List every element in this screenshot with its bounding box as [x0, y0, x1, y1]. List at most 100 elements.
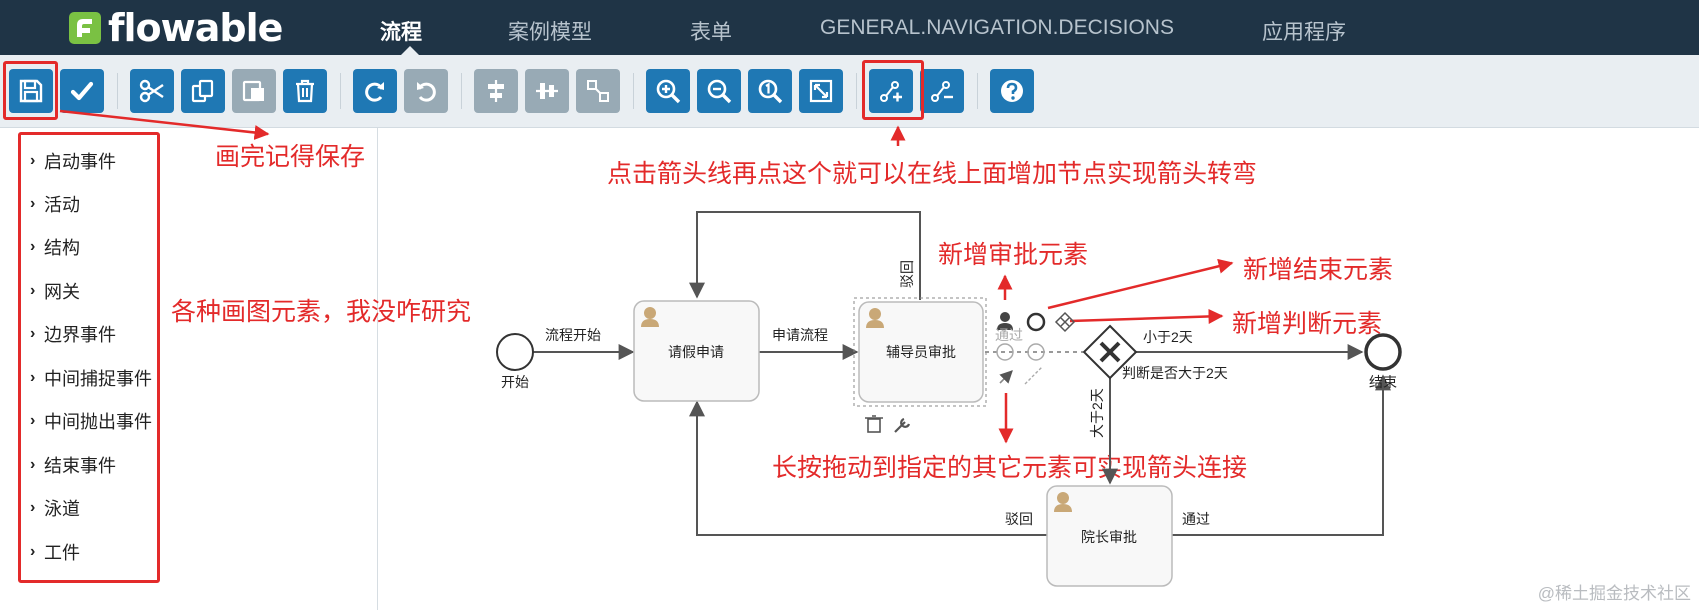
toolbar-separator [977, 73, 978, 109]
task-label: 辅导员审批 [886, 344, 956, 360]
zoom-actual-button[interactable] [748, 69, 792, 113]
paste-button[interactable] [232, 69, 276, 113]
chevron-right-icon: › [30, 238, 36, 255]
new-end-annotation: 新增结束元素 [1243, 256, 1394, 284]
palette-group-gateways[interactable]: › 网关 [30, 278, 80, 304]
redo-button[interactable] [353, 69, 397, 113]
reject-bottom-label: 驳回 [1005, 511, 1033, 527]
start-event[interactable] [496, 333, 534, 371]
delete-button[interactable] [283, 69, 327, 113]
align-horizontal-icon [488, 80, 504, 102]
palette-group-boundary-events[interactable]: ›边界事件 [30, 321, 116, 347]
save-reminder-annotation: 画完记得保存 [215, 143, 366, 171]
chevron-right-icon: › [30, 195, 36, 212]
pass-faded-label: 通过 [995, 327, 1023, 343]
end-event[interactable] [1364, 333, 1402, 371]
remove-bendpoint-icon [931, 81, 953, 102]
palette-group-label: 中间抛出事件 [44, 412, 152, 432]
pass-bottom-label: 通过 [1182, 511, 1210, 527]
is-more-2-days-label: 判断是否大于2天 [1122, 365, 1228, 381]
flowable-logo[interactable]: flowable [68, 6, 283, 50]
nav-item-decisions[interactable]: GENERAL.NAVIGATION.DECISIONS [820, 16, 1174, 39]
selection-box [853, 297, 987, 407]
save-button-highlight [3, 61, 58, 120]
flow-reject-top[interactable] [689, 211, 921, 300]
chevron-right-icon: › [30, 152, 36, 169]
palette-group-start-events[interactable]: ›启动事件 [30, 148, 116, 174]
exclusive-gateway[interactable] [1082, 324, 1138, 380]
new-end-arrow [1047, 258, 1234, 310]
zoom-in-button[interactable] [646, 69, 690, 113]
bendpoint-hint-annotation: 点击箭头线再点这个就可以在线上面增加节点实现箭头转弯 [607, 160, 1258, 188]
context-pad: 通过 [995, 311, 1076, 385]
zoom-actual-icon [758, 79, 783, 104]
add-end-event-icon[interactable] [1026, 312, 1046, 332]
user-task-counselor[interactable]: 辅导员审批 [853, 297, 987, 433]
palette-group-end-events[interactable]: › 结束事件 [30, 452, 116, 478]
palette-group-activities[interactable]: › 活动 [30, 191, 80, 217]
trash-icon [296, 79, 314, 103]
flowable-logo-icon [69, 12, 101, 44]
nav-item-forms[interactable]: 表单 [690, 21, 732, 44]
align-horizontal-button[interactable] [474, 69, 518, 113]
association-icon[interactable] [1024, 366, 1043, 385]
nav-item-processes[interactable]: 流程 [380, 21, 422, 44]
trash-icon[interactable] [865, 415, 883, 433]
element-palette: ›启动事件 ›活动 ›结构 ›网关 ›边界事件 ›中间捕捉事件 ›中间抛出事件 … [0, 128, 378, 610]
add-boundary-event-icon[interactable] [1027, 343, 1045, 361]
help-button[interactable] [990, 69, 1034, 113]
palette-group-catching-events[interactable]: ›中间捕捉事件 [30, 365, 152, 391]
palette-group-label: 活动 [44, 195, 80, 215]
chevron-right-icon: › [30, 282, 36, 299]
add-bendpoint-button[interactable] [869, 69, 913, 113]
zoom-out-button[interactable] [697, 69, 741, 113]
save-button[interactable] [9, 69, 53, 113]
zoom-fit-button[interactable] [799, 69, 843, 113]
add-user-task-icon[interactable] [997, 312, 1013, 330]
validate-button[interactable] [60, 69, 104, 113]
cut-button[interactable] [130, 69, 174, 113]
active-nav-caret [401, 46, 419, 55]
top-navigation-bar: flowable 流程 案例模型 表单 GENERAL.NAVIGATION.D… [0, 0, 1699, 55]
palette-group-label: 边界事件 [44, 325, 116, 345]
chevron-right-icon: › [30, 543, 36, 560]
save-reminder-arrow [59, 109, 270, 140]
align-vertical-button[interactable] [525, 69, 569, 113]
palette-group-artifacts[interactable]: ›工件 [30, 539, 80, 565]
zoom-fit-icon [809, 79, 833, 103]
nav-item-case-models[interactable]: 案例模型 [508, 21, 592, 44]
palette-highlight [18, 132, 160, 583]
user-task-dean[interactable]: 院长审批 [1046, 485, 1173, 587]
palette-group-throwing-events[interactable]: ›中间抛出事件 [30, 408, 152, 434]
undo-icon [417, 82, 436, 102]
palette-group-label: 网关 [44, 282, 80, 302]
add-gateway-icon[interactable] [1054, 311, 1076, 333]
palette-group-label: 结束事件 [44, 456, 116, 476]
user-task-icon [866, 308, 884, 328]
task-label: 请假申请 [668, 344, 724, 360]
logo-text: flowable [108, 6, 283, 50]
copy-button[interactable] [181, 69, 225, 113]
cut-icon [139, 79, 164, 103]
toolbar-separator [633, 73, 634, 109]
remove-bendpoint-button[interactable] [920, 69, 964, 113]
reject-top-label: 驳回 [899, 260, 915, 288]
connect-arrow-icon[interactable] [999, 370, 1013, 384]
annotation-arrows [59, 109, 1234, 444]
wrench-icon[interactable] [894, 417, 911, 433]
same-size-button[interactable] [576, 69, 620, 113]
palette-group-swimlanes[interactable]: ›泳道 [30, 495, 80, 521]
user-task-apply[interactable]: 请假申请 [633, 300, 760, 402]
redo-icon [365, 82, 384, 102]
flow-reject-bottom[interactable] [689, 400, 1047, 536]
user-task-icon [1054, 492, 1072, 512]
palette-group-structural[interactable]: ›结构 [30, 234, 80, 260]
add-intermediate-event-icon[interactable] [996, 343, 1014, 361]
flow-pass-bottom[interactable] [1172, 374, 1391, 536]
chevron-right-icon: › [30, 456, 36, 473]
start-event-label: 开始 [501, 374, 529, 390]
nav-item-apps[interactable]: 应用程序 [1262, 21, 1346, 44]
undo-button[interactable] [404, 69, 448, 113]
watermark: @稀土掘金技术社区 [1537, 584, 1691, 603]
